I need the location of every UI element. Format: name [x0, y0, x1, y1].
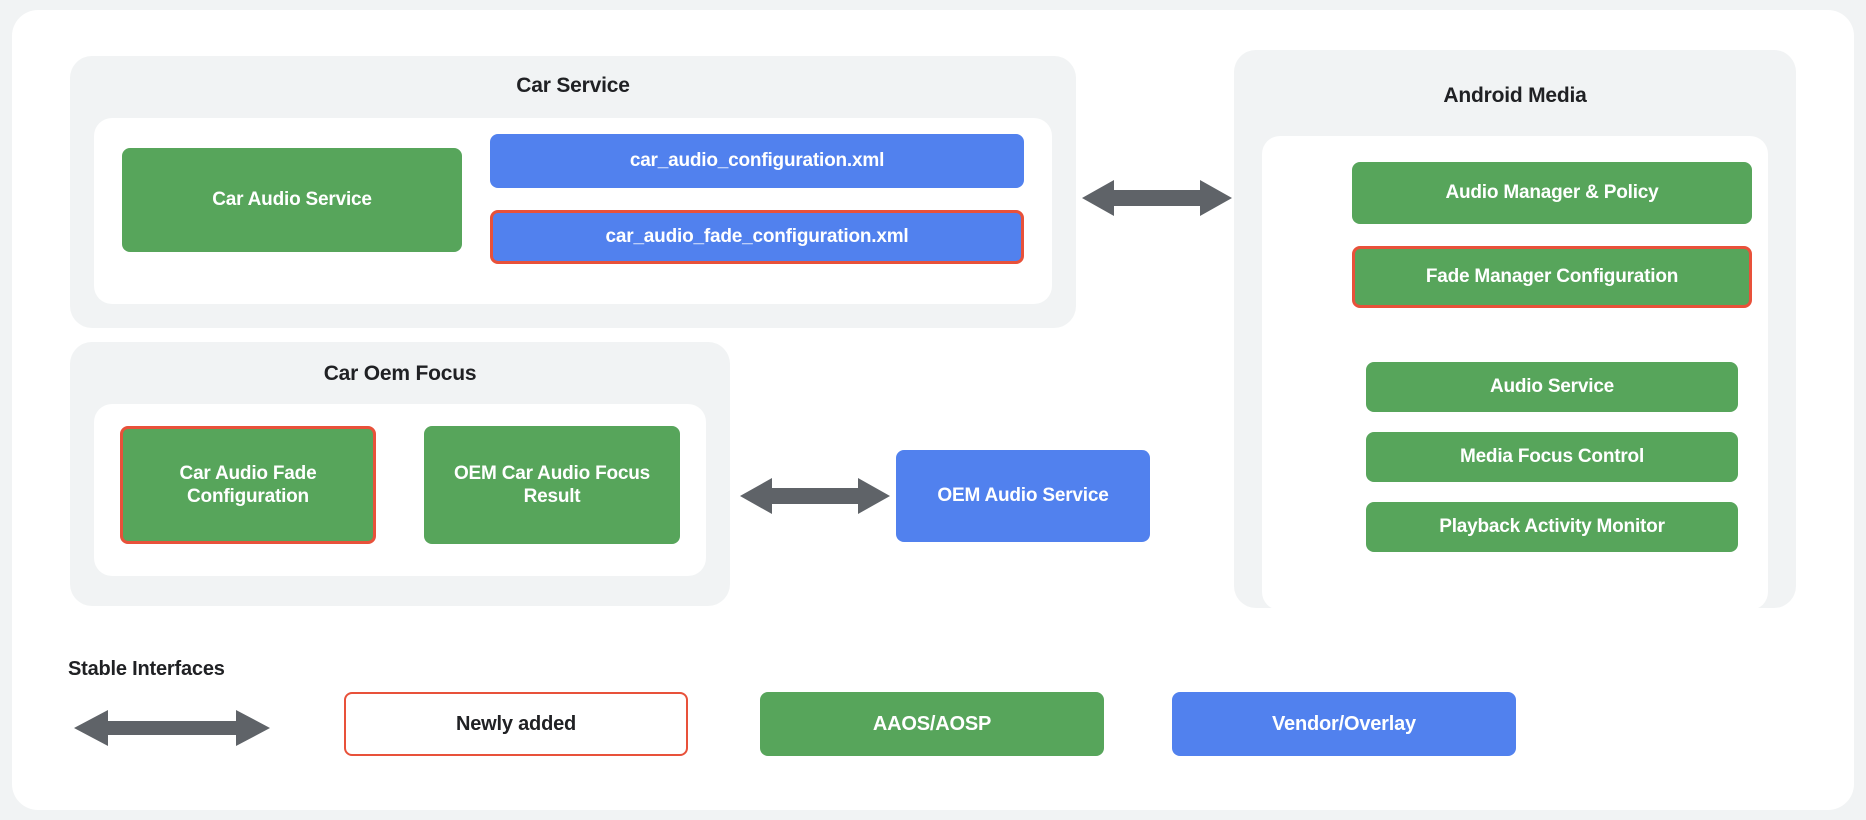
node-media-focus-control[interactable]: Media Focus Control [1366, 432, 1738, 482]
node-audio-service[interactable]: Audio Service [1366, 362, 1738, 412]
group-car-service-title: Car Service [516, 74, 630, 97]
group-car-service: Car Service Car Audio Service car_audio_… [70, 56, 1076, 328]
legend-newly-added-chip[interactable]: Newly added [344, 692, 688, 756]
node-oem-car-audio-focus-result[interactable]: OEM Car Audio Focus Result [424, 426, 680, 544]
legend-aaos-aosp-chip[interactable]: AAOS/AOSP [760, 692, 1104, 756]
arrow-car-service-to-android-media [1082, 176, 1232, 220]
node-fade-manager-configuration[interactable]: Fade Manager Configuration [1352, 246, 1752, 308]
legend-stable-interfaces-label: Stable Interfaces [68, 658, 225, 680]
double-arrow-icon [74, 710, 270, 746]
double-arrow-icon [1082, 180, 1232, 216]
legend-stable-interfaces-arrow [74, 708, 270, 748]
android-media-inner-card: Audio Manager & Policy Fade Manager Conf… [1262, 136, 1768, 610]
node-car-audio-service[interactable]: Car Audio Service [122, 148, 462, 252]
node-audio-manager-policy[interactable]: Audio Manager & Policy [1352, 162, 1752, 224]
group-android-media: Android Media Audio Manager & Policy Fad… [1234, 50, 1796, 610]
group-car-oem-focus-title: Car Oem Focus [323, 362, 477, 385]
node-car-audio-configuration-xml[interactable]: car_audio_configuration.xml [490, 134, 1024, 188]
car-service-inner-card: Car Audio Service car_audio_configuratio… [94, 118, 1052, 304]
node-car-audio-fade-configuration-xml[interactable]: car_audio_fade_configuration.xml [490, 210, 1024, 264]
group-android-media-title: Android Media [1443, 84, 1587, 107]
node-playback-activity-monitor[interactable]: Playback Activity Monitor [1366, 502, 1738, 552]
car-oem-focus-inner-card: Car Audio Fade Configuration OEM Car Aud… [94, 404, 706, 576]
arrow-car-oem-focus-to-oem-audio-service [740, 474, 890, 518]
node-oem-audio-service[interactable]: OEM Audio Service [896, 450, 1150, 542]
node-car-audio-fade-configuration[interactable]: Car Audio Fade Configuration [120, 426, 376, 544]
double-arrow-icon [740, 478, 890, 514]
group-car-oem-focus: Car Oem Focus Car Audio Fade Configurati… [70, 342, 730, 606]
diagram-canvas: Car Service Car Audio Service car_audio_… [12, 10, 1854, 810]
legend-vendor-overlay-chip[interactable]: Vendor/Overlay [1172, 692, 1516, 756]
